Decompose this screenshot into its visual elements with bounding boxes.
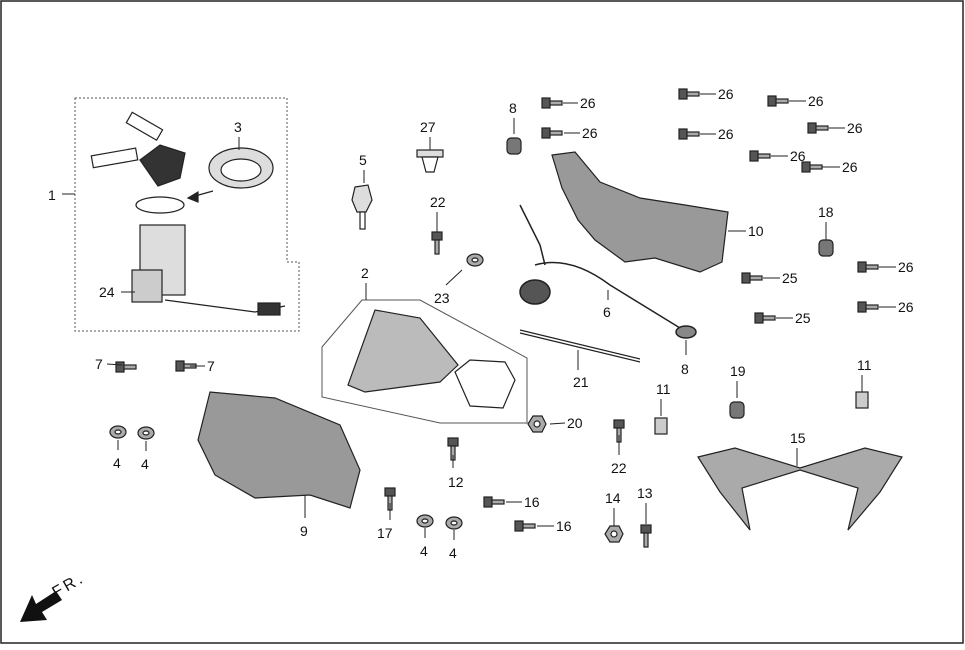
callout-label-c25b: 25	[795, 310, 811, 326]
bolt-icon	[431, 231, 443, 255]
callout-label-c24: 24	[99, 284, 115, 300]
nut-icon	[527, 415, 547, 433]
callout-label-c17: 17	[377, 525, 393, 541]
cable-tie	[519, 329, 641, 363]
callout-label-c21: 21	[573, 374, 589, 390]
seal-ring	[186, 147, 274, 203]
callout-label-c4c: 4	[420, 543, 428, 559]
ignition-switch-assembly	[90, 111, 286, 316]
callout-label-c26e: 26	[808, 93, 824, 109]
callout-label-c26h: 26	[842, 159, 858, 175]
leader-lines	[62, 93, 896, 540]
callout-label-c10: 10	[748, 223, 764, 239]
callout-label-c4b: 4	[141, 456, 149, 472]
callout-label-c25a: 25	[782, 270, 798, 286]
front-arrow-icon	[20, 591, 62, 622]
callout-label-c12: 12	[448, 474, 464, 490]
callout-label-c6: 6	[603, 304, 611, 320]
bolt-icon	[807, 122, 829, 134]
callout-label-c26b: 26	[582, 125, 598, 141]
washer-icon	[466, 253, 484, 267]
bolt-icon	[857, 301, 879, 313]
callout-label-c8b: 8	[681, 361, 689, 377]
leader-line	[445, 269, 463, 286]
callout-label-c7b: 7	[207, 358, 215, 374]
callout-label-c2: 2	[361, 265, 369, 281]
callout-label-c26g: 26	[790, 148, 806, 164]
callout-label-c20: 20	[567, 415, 583, 431]
front-cover	[197, 391, 361, 509]
rear-cover	[551, 151, 729, 273]
callout-label-c22a: 22	[430, 194, 446, 210]
callout-label-c27: 27	[420, 119, 436, 135]
callout-label-c1: 1	[48, 187, 56, 203]
bolt-icon	[541, 97, 563, 109]
callout-label-c9: 9	[300, 523, 308, 539]
callout-label-c4d: 4	[449, 545, 457, 561]
spring-clip-icon	[855, 391, 869, 409]
callout-label-c26i: 26	[898, 259, 914, 275]
callout-label-c26f: 26	[847, 120, 863, 136]
meter-cover	[347, 309, 516, 409]
leader-line	[106, 363, 123, 366]
callout-label-c26c: 26	[718, 86, 734, 102]
front-panel	[697, 447, 903, 531]
clip	[416, 149, 444, 173]
nut-icon	[604, 525, 624, 543]
washer-icon	[416, 514, 434, 528]
spring-clip-icon	[654, 417, 668, 435]
callout-label-c13: 13	[637, 485, 653, 501]
callout-label-c16b: 16	[556, 518, 572, 534]
callout-label-c26d: 26	[718, 126, 734, 142]
washer-icon	[445, 516, 463, 530]
callout-label-c5: 5	[359, 152, 367, 168]
callout-label-c7a: 7	[95, 356, 103, 372]
callout-label-c14: 14	[605, 490, 621, 506]
handlebar	[519, 204, 697, 339]
bolt-icon	[754, 312, 776, 324]
bolt-icon	[857, 261, 879, 273]
washer-icon	[109, 425, 127, 439]
callout-label-c22b: 22	[611, 460, 627, 476]
bolt-icon	[749, 150, 771, 162]
cap-icon	[729, 401, 745, 419]
bolt-icon	[767, 95, 789, 107]
callout-label-c8a: 8	[509, 100, 517, 116]
front-direction-indicator: FR.	[20, 569, 88, 622]
washer-icon	[137, 426, 155, 440]
callout-label-c18: 18	[818, 204, 834, 220]
callout-label-c11b: 11	[857, 357, 872, 373]
callout-label-c26j: 26	[898, 299, 914, 315]
callout-label-c23: 23	[434, 290, 450, 306]
bolt-icon	[640, 524, 652, 548]
cap-icon	[818, 239, 834, 257]
bolt-icon	[541, 127, 563, 139]
bolt-icon	[741, 272, 763, 284]
callout-label-c3: 3	[234, 119, 242, 135]
callout-label-c19: 19	[730, 363, 746, 379]
meter-group-box	[321, 299, 528, 424]
bolt-icon	[678, 128, 700, 140]
callout-label-c26a: 26	[580, 95, 596, 111]
leader-line	[549, 422, 566, 425]
front-indicator-label: FR.	[50, 569, 89, 601]
bolt-icon	[115, 361, 137, 373]
callout-label-c16a: 16	[524, 494, 540, 510]
bolt-icon	[483, 496, 505, 508]
callout-label-c15: 15	[790, 430, 806, 446]
cap-icon	[506, 137, 522, 155]
bolt-icon	[678, 88, 700, 100]
assembly-group-box	[74, 97, 300, 332]
key	[351, 184, 373, 230]
bolt-icon	[514, 520, 536, 532]
callout-label-c11a: 11	[656, 381, 671, 397]
callout-label-c4a: 4	[113, 455, 121, 471]
